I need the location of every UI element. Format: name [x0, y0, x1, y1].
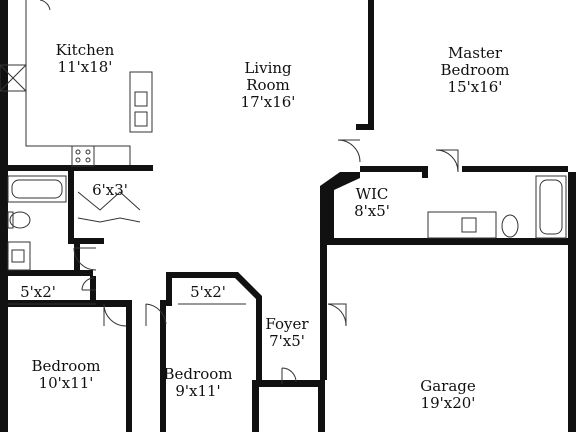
foyer-dims: 7'x5' — [269, 332, 305, 350]
bedroom-2-name: Bedroom — [163, 365, 233, 383]
closet-dims: 6'x3' — [92, 181, 128, 199]
kitchen-name: Kitchen — [55, 41, 115, 59]
room-label-closet: 6'x3' — [82, 182, 138, 199]
living-dims: 17'x16' — [240, 93, 296, 111]
room-label-bath-mid: 5'x2' — [180, 284, 236, 301]
garage-name: Garage — [420, 377, 476, 395]
bath-fixtures — [7, 175, 567, 271]
room-label-bedroom-2: Bedroom 9'x11' — [148, 366, 248, 400]
kitchen-dims: 11'x18' — [57, 58, 113, 76]
bedroom-2-dims: 9'x11' — [175, 382, 221, 400]
bath-mid-dims: 5'x2' — [190, 283, 226, 301]
wic-name: WIC — [355, 185, 389, 203]
bedroom-1-name: Bedroom — [31, 357, 101, 375]
room-label-bedroom-1: Bedroom 10'x11' — [16, 358, 116, 392]
room-label-foyer: Foyer 7'x5' — [256, 316, 318, 350]
room-label-kitchen: Kitchen 11'x18' — [40, 42, 130, 76]
master-dims: 15'x16' — [447, 78, 503, 96]
bedroom-1-dims: 10'x11' — [38, 374, 94, 392]
doors — [39, 0, 459, 384]
foyer-name: Foyer — [265, 315, 309, 333]
wic-dims: 8'x5' — [354, 202, 390, 220]
room-label-bath-left: 5'x2' — [10, 284, 66, 301]
garage-dims: 19'x20' — [420, 394, 476, 412]
bath-left-dims: 5'x2' — [20, 283, 56, 301]
kitchen-fixtures — [0, 0, 153, 167]
room-label-wic: WIC 8'x5' — [342, 186, 402, 220]
room-label-garage: Garage 19'x20' — [398, 378, 498, 412]
